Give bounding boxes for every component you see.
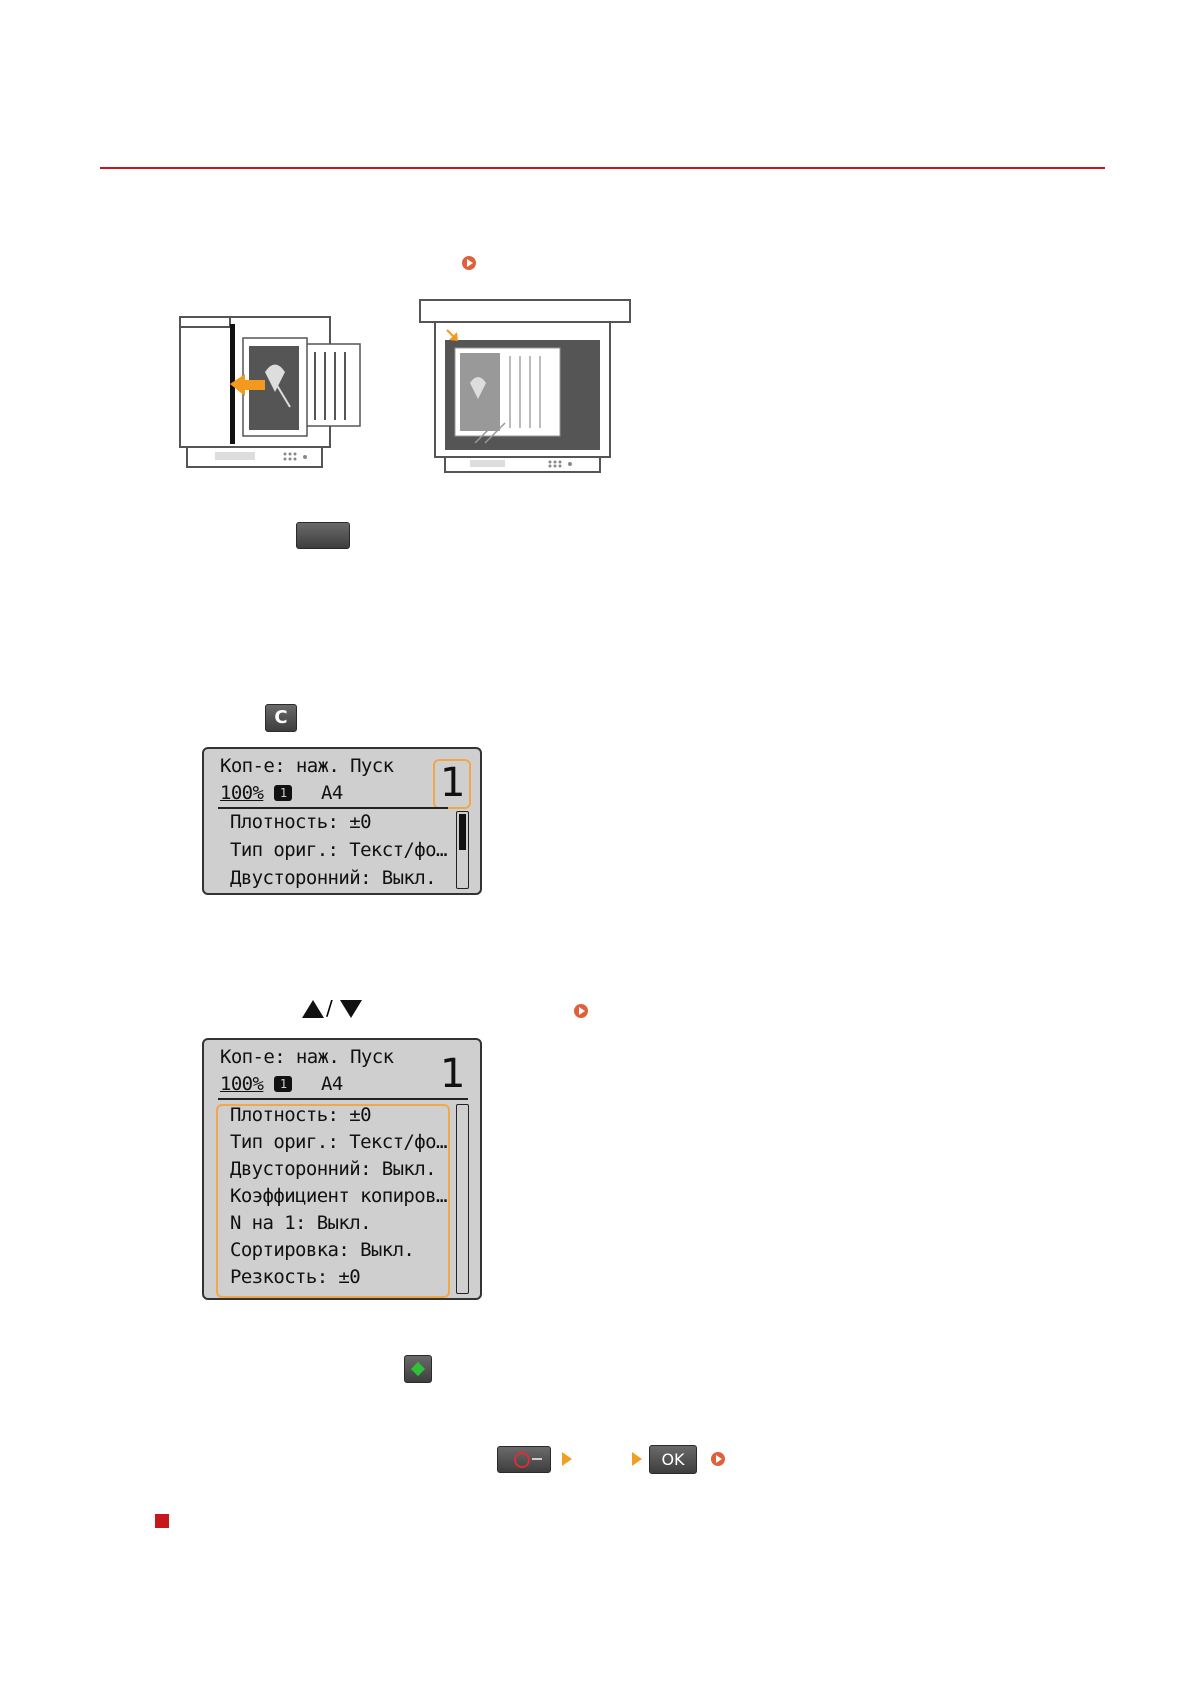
zoom-value: 100%: [220, 1073, 264, 1095]
link-arrow-icon[interactable]: [462, 256, 476, 270]
header-rule: [100, 167, 1105, 169]
screen-status-line: Коп-е: наж. Пуск: [220, 1046, 394, 1068]
copy-screen-panel: Коп-е: наж. Пуск 100% 1 A4 1 Плотность: …: [202, 747, 482, 895]
platen-glass-illustration: [419, 299, 631, 473]
link-arrow-icon[interactable]: [711, 1452, 725, 1466]
menu-item[interactable]: N на 1: Выкл.: [230, 1212, 372, 1234]
down-arrow-icon[interactable]: [340, 1000, 362, 1018]
section-bullet-icon: [155, 1514, 169, 1528]
menu-item[interactable]: Тип ориг.: Текст/фо…: [230, 839, 447, 861]
menu-item[interactable]: Плотность: ±0: [230, 1104, 372, 1126]
start-diamond-icon: [410, 1361, 426, 1377]
stop-circle-icon: [514, 1452, 530, 1468]
menu-item[interactable]: Резкость: ±0: [230, 1266, 361, 1288]
separator-line: [218, 1098, 468, 1100]
separator-line: [218, 807, 448, 809]
paper-source-badge: 1: [274, 785, 293, 801]
paper-size: A4: [321, 1073, 343, 1095]
paper-size: A4: [321, 782, 343, 804]
zoom-value: 100%: [220, 782, 264, 804]
screen-settings-line: 100% 1 A4: [220, 1073, 343, 1095]
step-arrow-icon: [562, 1452, 572, 1466]
menu-item[interactable]: Сортировка: Выкл.: [230, 1239, 415, 1261]
copy-key-icon[interactable]: [296, 522, 350, 549]
slash-separator: /: [326, 996, 333, 1020]
screen-status-line: Коп-е: наж. Пуск: [220, 755, 394, 777]
copy-count: 1: [440, 1051, 466, 1097]
copy-settings-screen-panel: Коп-е: наж. Пуск 100% 1 A4 1 Плотность: …: [202, 1038, 482, 1300]
copy-count-highlight: [433, 759, 471, 809]
settings-list-highlight: [216, 1104, 450, 1298]
adf-feeder-illustration: [179, 316, 361, 468]
stop-key-icon[interactable]: [497, 1446, 551, 1473]
screen-settings-line: 100% 1 A4: [220, 782, 343, 804]
scrollbar[interactable]: [456, 811, 469, 889]
scrollbar-thumb[interactable]: [459, 814, 466, 850]
up-arrow-icon[interactable]: [302, 1000, 324, 1018]
clear-key-icon[interactable]: C: [265, 704, 297, 732]
menu-item[interactable]: Двусторонний: Выкл.: [230, 1158, 437, 1180]
link-arrow-icon[interactable]: [574, 1004, 588, 1018]
paper-source-badge: 1: [274, 1076, 293, 1092]
menu-item[interactable]: Тип ориг.: Текст/фо…: [230, 1131, 447, 1153]
stop-dash-icon: [532, 1458, 542, 1460]
ok-key-icon[interactable]: OK: [649, 1445, 697, 1474]
menu-item[interactable]: Плотность: ±0: [230, 811, 372, 833]
menu-item[interactable]: Двусторонний: Выкл.: [230, 867, 437, 889]
scrollbar[interactable]: [456, 1104, 469, 1294]
step-arrow-icon: [632, 1452, 642, 1466]
copy-count: 1: [440, 760, 466, 806]
start-key-icon[interactable]: [404, 1355, 432, 1383]
menu-item[interactable]: Коэффициент копиров…: [230, 1185, 447, 1207]
